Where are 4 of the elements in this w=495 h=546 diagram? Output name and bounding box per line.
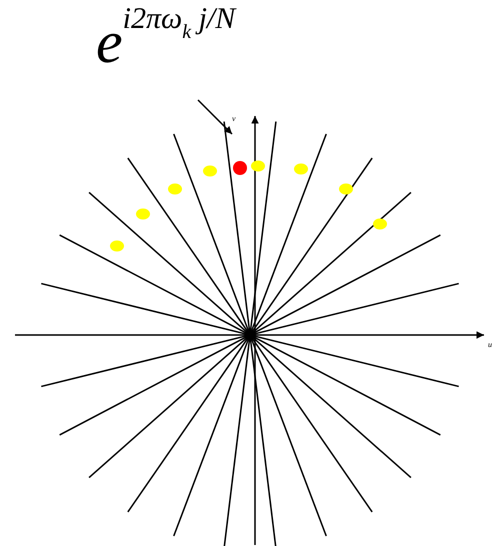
pointer-arrow [197,99,233,135]
axis-label: v [232,114,236,123]
axis-label: u [488,340,492,349]
highlighted-point [233,161,247,175]
